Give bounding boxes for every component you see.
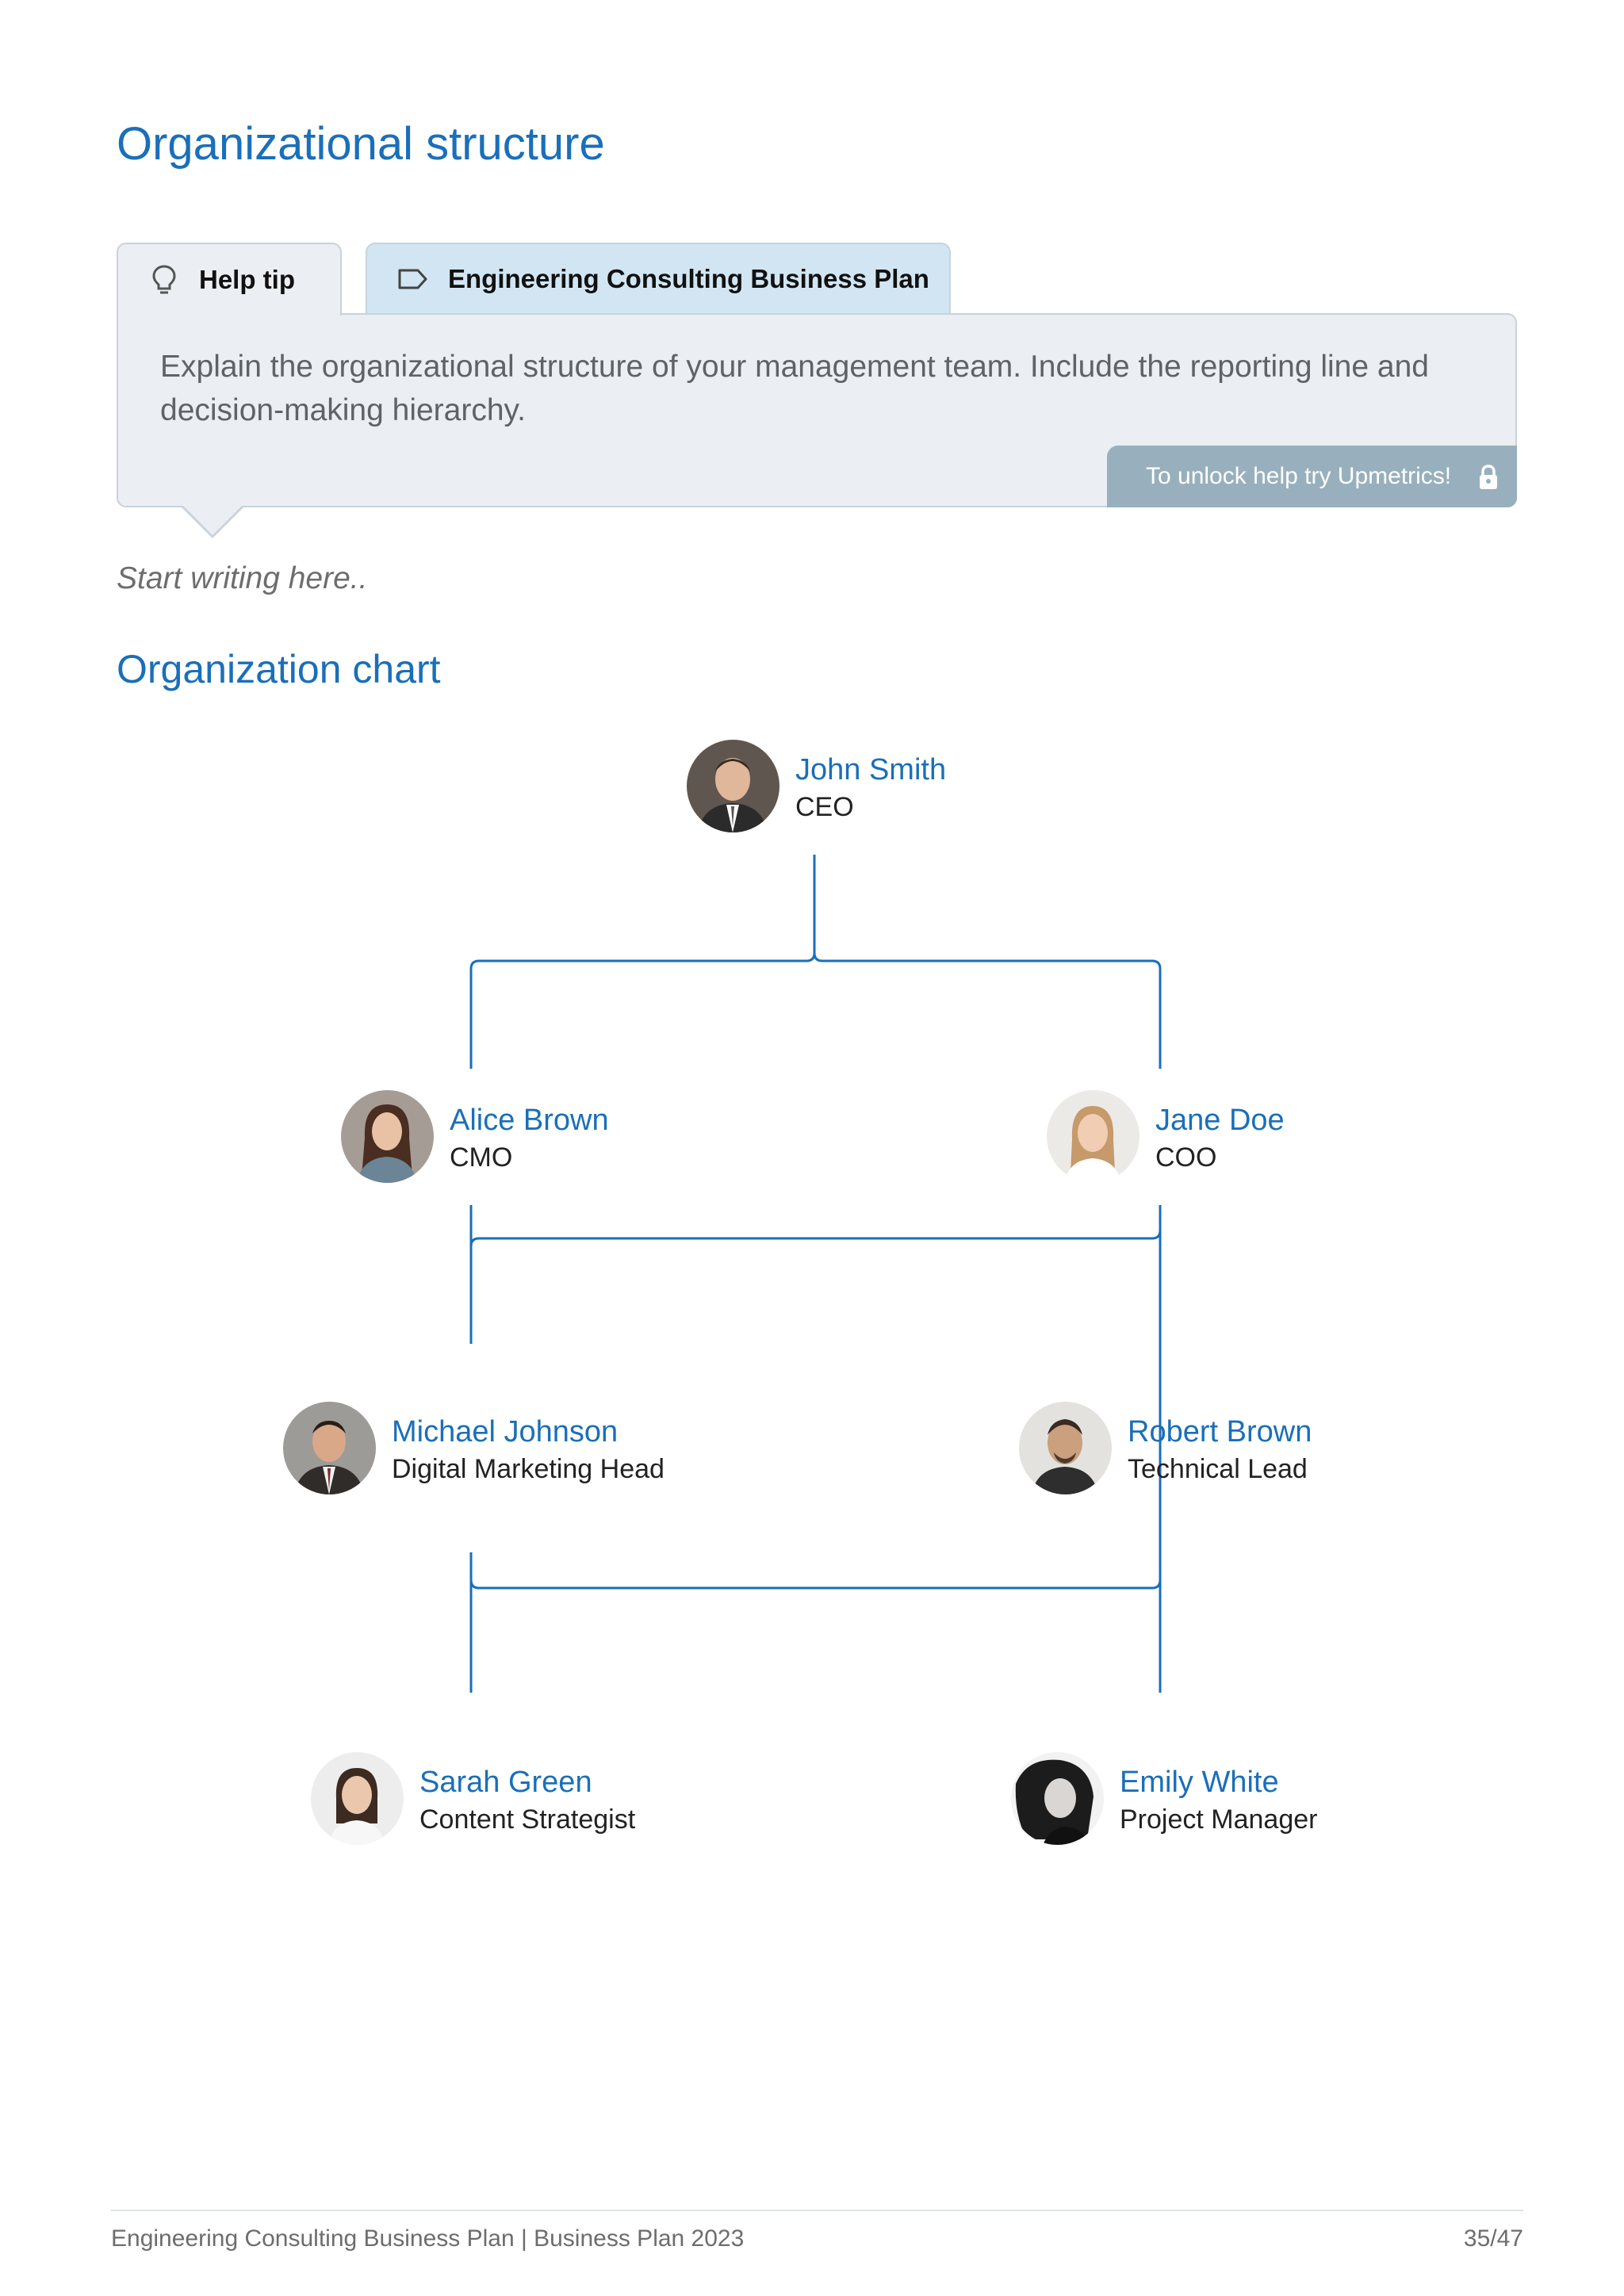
org-node-cmo: Alice Brown CMO bbox=[341, 1090, 609, 1183]
avatar bbox=[283, 1402, 376, 1494]
org-node-coo: Jane Doe COO bbox=[1047, 1090, 1285, 1183]
node-role: CEO bbox=[795, 792, 854, 822]
tab-help-tip[interactable]: Help tip bbox=[117, 243, 342, 316]
node-role: Digital Marketing Head bbox=[392, 1454, 665, 1484]
node-role: CMO bbox=[450, 1142, 513, 1173]
node-name: Jane Doe bbox=[1155, 1104, 1285, 1137]
node-role: Project Manager bbox=[1120, 1804, 1318, 1835]
help-tip-box: Explain the organizational structure of … bbox=[117, 313, 1517, 507]
tag-icon bbox=[397, 263, 429, 295]
section-title: Organization chart bbox=[117, 647, 441, 691]
footer-page-number: 35/47 bbox=[1463, 2225, 1523, 2252]
unlock-help-button[interactable]: To unlock help try Upmetrics! bbox=[1107, 446, 1517, 507]
lightbulb-icon bbox=[148, 264, 180, 296]
tab-plan-label: Engineering Consulting Business Plan bbox=[448, 264, 929, 293]
avatar bbox=[1011, 1752, 1104, 1845]
node-role: Content Strategist bbox=[419, 1804, 636, 1835]
node-name: Robert Brown bbox=[1128, 1415, 1312, 1448]
org-node-technical-lead: Robert Brown Technical Lead bbox=[1019, 1402, 1312, 1494]
org-node-ceo: John Smith CEO bbox=[687, 740, 946, 832]
help-tip-text: Explain the organizational structure of … bbox=[160, 350, 1429, 427]
org-node-content-strategist: Sarah Green Content Strategist bbox=[311, 1752, 635, 1845]
node-role: Technical Lead bbox=[1128, 1454, 1308, 1484]
footer-divider bbox=[111, 2210, 1523, 2211]
tab-help-label: Help tip bbox=[199, 265, 295, 294]
node-name: Alice Brown bbox=[450, 1104, 609, 1137]
writing-placeholder[interactable]: Start writing here.. bbox=[117, 561, 368, 595]
node-name: Michael Johnson bbox=[392, 1415, 619, 1448]
footer-document-title: Engineering Consulting Business Plan | B… bbox=[111, 2225, 745, 2252]
node-role: COO bbox=[1155, 1142, 1217, 1173]
avatar bbox=[687, 740, 779, 832]
tab-business-plan[interactable]: Engineering Consulting Business Plan bbox=[366, 243, 951, 314]
avatar bbox=[1019, 1402, 1112, 1494]
avatar bbox=[341, 1090, 434, 1183]
node-name: Sarah Green bbox=[419, 1766, 592, 1799]
unlock-help-label: To unlock help try Upmetrics! bbox=[1146, 463, 1452, 489]
org-node-project-manager: Emily White Project Manager bbox=[1011, 1752, 1317, 1845]
avatar bbox=[311, 1752, 404, 1845]
node-name: Emily White bbox=[1120, 1766, 1279, 1799]
page-title: Organizational structure bbox=[117, 118, 605, 170]
lock-icon bbox=[1477, 465, 1500, 496]
node-name: John Smith bbox=[795, 753, 947, 786]
avatar bbox=[1047, 1090, 1139, 1183]
org-node-digital-marketing-head: Michael Johnson Digital Marketing Head bbox=[283, 1402, 665, 1494]
tip-pointer bbox=[181, 503, 244, 535]
